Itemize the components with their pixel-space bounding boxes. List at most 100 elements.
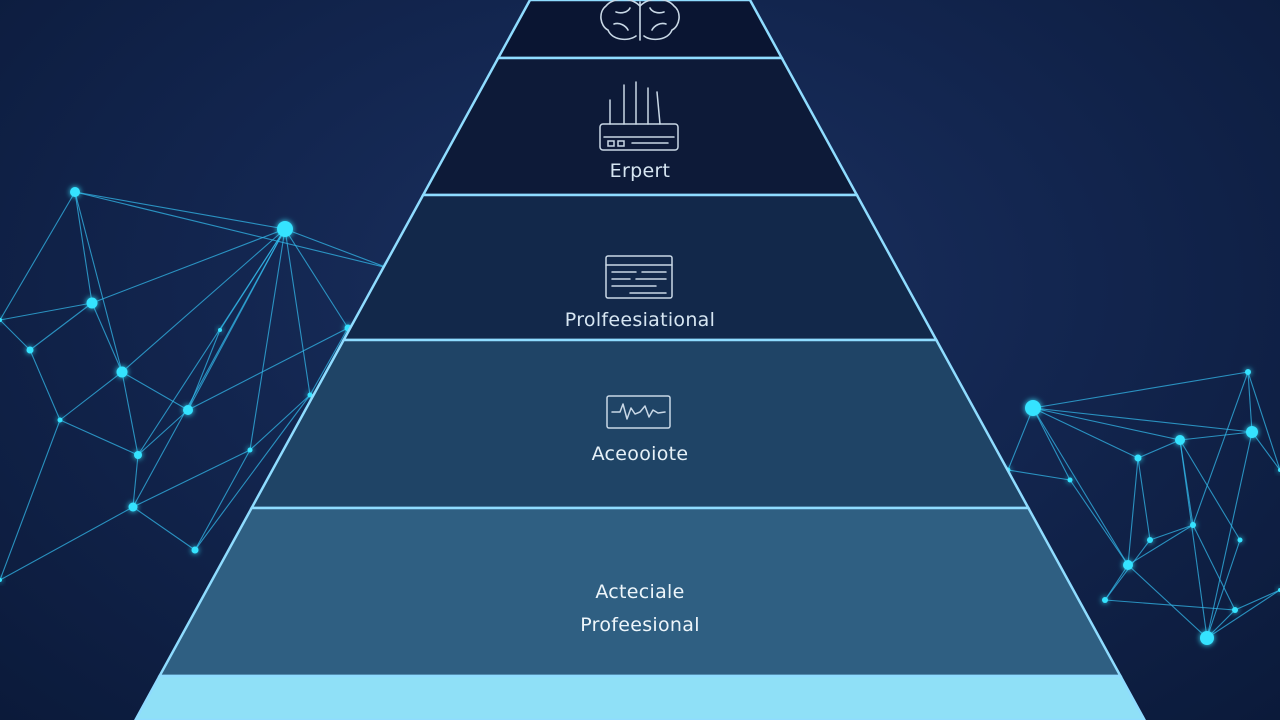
network-node bbox=[183, 405, 193, 415]
network-node bbox=[1190, 522, 1196, 528]
network-edge bbox=[219, 228, 286, 331]
network-node bbox=[128, 502, 138, 512]
network-edge bbox=[0, 506, 134, 581]
network-node bbox=[1147, 537, 1153, 543]
network-edge bbox=[1206, 539, 1241, 639]
network-graphic-left bbox=[0, 187, 392, 582]
network-node bbox=[247, 447, 253, 453]
network-edge bbox=[121, 371, 189, 411]
tier-label-line: Prolfeesiational bbox=[564, 309, 716, 331]
network-edge bbox=[1032, 371, 1249, 409]
network-edge bbox=[1032, 407, 1139, 459]
network-node bbox=[26, 346, 34, 354]
network-node bbox=[1134, 454, 1142, 462]
network-edge bbox=[1104, 599, 1236, 611]
tier-label-line: Acteciale bbox=[595, 581, 685, 603]
network-edge bbox=[1247, 371, 1280, 471]
network-node bbox=[1200, 631, 1214, 645]
network-node bbox=[1067, 477, 1073, 483]
network-edge bbox=[132, 454, 139, 508]
tier-label-line: Profeesional bbox=[580, 613, 700, 636]
network-edge bbox=[0, 302, 93, 321]
network-node bbox=[1025, 400, 1041, 416]
network-edge bbox=[1179, 439, 1208, 639]
network-node bbox=[57, 417, 63, 423]
network-edge bbox=[0, 419, 61, 581]
network-edge bbox=[1032, 407, 1181, 441]
network-edge bbox=[187, 327, 349, 411]
network-edge bbox=[187, 329, 221, 411]
tier-label-line: Aceooiote bbox=[591, 443, 689, 465]
network-edge bbox=[1069, 479, 1129, 566]
network-edge bbox=[0, 319, 31, 351]
network-edge bbox=[1192, 524, 1236, 611]
network-node bbox=[277, 221, 293, 237]
network-edge bbox=[91, 228, 286, 304]
network-edge bbox=[29, 349, 61, 421]
network-node bbox=[0, 578, 2, 582]
network-edge bbox=[74, 191, 389, 269]
network-edge bbox=[132, 449, 251, 508]
network-edge bbox=[1206, 589, 1280, 639]
network-edge bbox=[91, 302, 123, 373]
router-icon bbox=[599, 81, 679, 151]
network-edge bbox=[132, 506, 196, 551]
network-edge bbox=[74, 191, 123, 373]
network-edge bbox=[284, 228, 389, 269]
tier-expert-label: Erpert bbox=[440, 160, 840, 183]
network-edge bbox=[1137, 439, 1181, 459]
network-edge bbox=[1127, 564, 1208, 639]
network-node bbox=[134, 451, 142, 459]
network-node bbox=[0, 318, 2, 322]
network-edge bbox=[1137, 457, 1151, 541]
network-edge bbox=[1032, 407, 1253, 433]
network-edge bbox=[1127, 524, 1194, 566]
tier-label-line: Erpert bbox=[609, 160, 671, 182]
network-edge bbox=[1032, 407, 1129, 566]
network-node bbox=[191, 546, 199, 554]
network-edge bbox=[1251, 431, 1280, 471]
network-edge bbox=[137, 409, 189, 456]
network-edge bbox=[309, 327, 349, 396]
brain-icon bbox=[600, 0, 680, 41]
network-edge bbox=[249, 228, 286, 451]
network-node bbox=[307, 392, 313, 398]
waveform-icon bbox=[606, 395, 671, 429]
network-node bbox=[1246, 426, 1258, 438]
network-edge bbox=[132, 228, 286, 508]
network-edge bbox=[249, 394, 311, 451]
tier-base bbox=[134, 674, 1146, 720]
network-edge bbox=[0, 191, 76, 321]
network-node bbox=[1245, 369, 1251, 375]
network-edge bbox=[1149, 524, 1194, 541]
network-edge bbox=[1247, 371, 1253, 433]
network-node bbox=[116, 366, 128, 378]
network-edge bbox=[74, 191, 93, 304]
network-edge bbox=[1032, 407, 1071, 481]
tier-icons bbox=[599, 0, 680, 429]
tier-associate-label: Aceooiote bbox=[440, 443, 840, 466]
network-edge bbox=[1007, 469, 1071, 481]
network-edge bbox=[121, 371, 139, 456]
network-edge bbox=[1206, 431, 1253, 639]
network-edge bbox=[1192, 371, 1249, 526]
network-edge bbox=[1179, 431, 1253, 441]
network-edge bbox=[59, 371, 123, 421]
network-edge bbox=[194, 394, 311, 551]
network-node bbox=[1175, 435, 1185, 445]
network-edge bbox=[59, 419, 139, 456]
network-node bbox=[70, 187, 80, 197]
network-node bbox=[1102, 597, 1108, 603]
network-node bbox=[1237, 537, 1243, 543]
network-edge bbox=[74, 191, 286, 230]
network-edge bbox=[1104, 539, 1151, 601]
network-node bbox=[1232, 607, 1238, 613]
network-edge bbox=[1007, 407, 1034, 471]
network-edge bbox=[1179, 439, 1241, 541]
network-edge bbox=[1234, 589, 1280, 611]
network-node bbox=[86, 297, 98, 309]
tier-associate bbox=[249, 338, 1031, 510]
network-node bbox=[218, 328, 222, 332]
